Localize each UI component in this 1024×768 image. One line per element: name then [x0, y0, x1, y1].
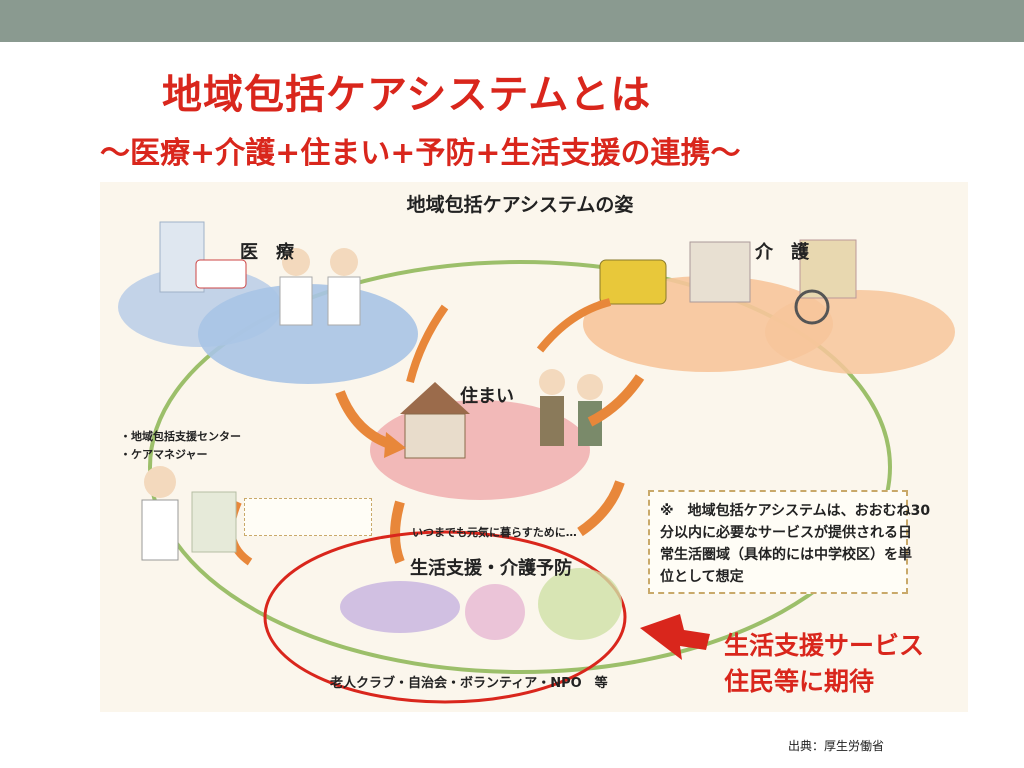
note-line-1: ※ 地域包括ケアシステムは、おおむね30: [660, 503, 931, 519]
residence-label: 住まい: [460, 386, 514, 407]
slide-title: 地域包括ケアシステムとは: [162, 72, 652, 118]
doctor-body: [279, 276, 313, 326]
nurse-body: [327, 276, 361, 326]
doctor-head: [282, 248, 310, 276]
elder-body: [540, 396, 564, 446]
elder2-head: [577, 374, 603, 400]
note-line-3: 常生活圏域（具体的には中学校区）を単: [660, 547, 912, 563]
volunteer-area: [538, 568, 622, 640]
house-body: [404, 413, 466, 459]
support-ring: [263, 530, 627, 704]
arrow-medical-to-home: [335, 390, 392, 449]
arrow-support-to-home: [390, 500, 405, 564]
house-roof: [400, 382, 470, 414]
outer-ring: [148, 260, 892, 674]
arrow-home-to-care: [536, 298, 612, 353]
seikatsu-caption: いつまでも元気に暮らすために…: [412, 526, 577, 539]
diagram-illustration: [118, 221, 955, 704]
center-building: [191, 491, 237, 553]
callout-line-1: 生活支援サービス: [724, 631, 925, 660]
care-label: 介 護: [755, 242, 809, 263]
care-vehicle: [599, 259, 667, 305]
clinic-area: [198, 284, 418, 384]
note-box: ※ 地域包括ケアシステムは、おおむね30 分以内に必要なサービスが提供される日 …: [648, 490, 931, 594]
source-credit: 出典：厚生労働省: [788, 739, 885, 753]
callout-line-2: 住民等に期待: [724, 667, 875, 696]
support-label: 生活支援・介護予防: [410, 558, 572, 579]
care-system-diagram: 地域包括ケアシステムの姿 医 療 介 護 住まい 生活支援・介護予防 ・地域包括…: [100, 182, 968, 712]
arrow-home-to-support: [577, 480, 625, 537]
arrow-care-to-home: [587, 374, 645, 427]
callout-arrow: [640, 614, 710, 660]
group-activity-area: [340, 581, 460, 633]
care-manager-head: [144, 466, 176, 498]
wheelchair: [794, 289, 830, 325]
top-bar: [0, 0, 1024, 42]
support-callout: 生活支援サービス 住民等に期待: [724, 628, 964, 700]
elder-head: [539, 369, 565, 395]
consultation-box: [244, 498, 372, 536]
facility-building: [799, 239, 857, 299]
ambulance: [195, 259, 247, 289]
slide-subtitle: ～医療+介護+住まい+予防+生活支援の連携～: [100, 136, 741, 171]
note-line-2: 分以内に必要なサービスが提供される日: [660, 525, 912, 541]
exercise-area: [465, 584, 525, 640]
nurse-head: [330, 248, 358, 276]
center-label: ・地域包括支援センター: [120, 430, 241, 443]
arrow-home-to-medical: [406, 304, 449, 383]
care-manager-label: ・ケアマネジャー: [120, 448, 208, 461]
facility-care-area: [765, 290, 955, 374]
medical-label: 医 療: [240, 242, 294, 263]
care-building: [689, 241, 751, 303]
note-line-4: 位として想定: [660, 569, 744, 585]
arrowhead-medical: [384, 432, 406, 458]
care-manager-body: [141, 499, 179, 561]
community-groups-label: 老人クラブ・自治会・ボランティア・NPO 等: [330, 676, 608, 691]
figure-title: 地域包括ケアシステムの姿: [406, 194, 634, 216]
elder2-body: [578, 401, 602, 446]
